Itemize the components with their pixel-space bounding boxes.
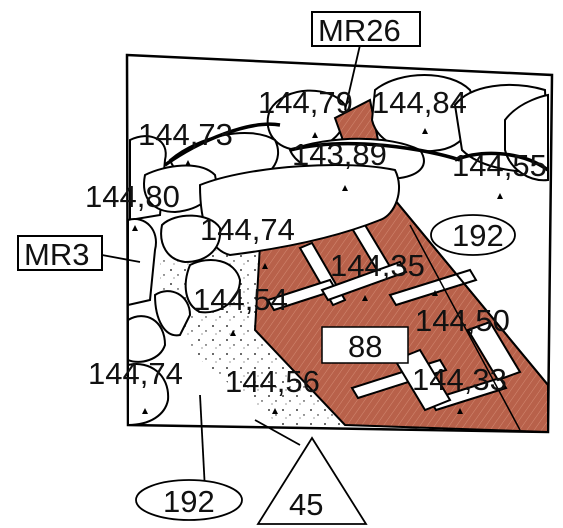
triangle-45-label: 45 (289, 487, 323, 522)
boundary-line (163, 122, 550, 172)
leader-lines (101, 44, 361, 491)
elevation-label: 144,80 (85, 179, 180, 214)
mr26-tag-box (311, 11, 421, 47)
ellipse-192-right-label: 192 (452, 218, 504, 253)
elevation-label: 143,89 (292, 137, 387, 172)
elevation-label: 144,50 (415, 303, 510, 338)
mr3-tag-label: MR3 (24, 237, 89, 272)
elevation-label: 144,33 (412, 362, 507, 397)
mr26-tag-label: MR26 (318, 13, 401, 48)
mr3-tag-box (17, 235, 103, 271)
brick-joints (266, 218, 522, 412)
elevation-label: 144,54 (193, 282, 288, 317)
elevation-label: 144,73 (138, 117, 233, 152)
elevation-label: 144,56 (225, 364, 320, 399)
elevation-label: 144,84 (372, 85, 467, 120)
elevation-label: 144,74 (88, 356, 183, 391)
elevation-label: 144,79 (258, 85, 353, 120)
ellipse-192-right (430, 214, 516, 256)
elevation-label: 144,35 (330, 248, 425, 283)
survey-point-markers (132, 128, 503, 414)
elevation-label: 144,55 (452, 148, 547, 183)
box-88 (321, 326, 409, 364)
box-88-label: 88 (348, 329, 382, 364)
ellipse-192-bottom (135, 479, 243, 521)
triangle-45 (256, 436, 368, 525)
elevation-label: 144,74 (200, 212, 295, 247)
ellipse-192-bottom-label: 192 (163, 484, 215, 519)
